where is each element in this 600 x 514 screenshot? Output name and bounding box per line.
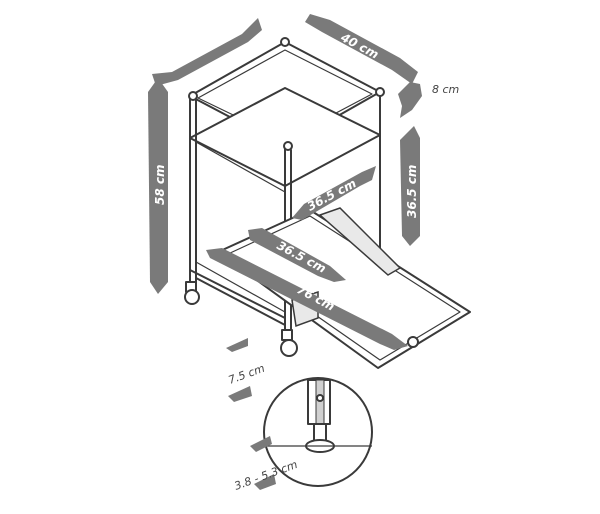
- bottom-rail-left: [189, 269, 286, 319]
- dim-height-total: 58 cm: [148, 78, 168, 294]
- post-cap: [188, 91, 198, 101]
- dim-caster-height: 7.5 cm: [226, 338, 267, 402]
- dim-tray-depth-inner-label: 36.5 cm: [305, 176, 359, 213]
- post-cap: [280, 37, 290, 47]
- side-panel: [195, 141, 286, 313]
- dim-top-gap-label: 8 cm: [432, 83, 459, 96]
- dim-top-gap: 8 cm: [398, 82, 459, 118]
- dim-shelf-height: 36.5 cm: [400, 126, 420, 246]
- dim-caster-height-label: 7.5 cm: [227, 362, 267, 387]
- bottom-rail-left-2: [195, 277, 286, 326]
- post-cap: [375, 87, 385, 97]
- tray-knob: [407, 336, 419, 348]
- leveler-detail: [263, 377, 373, 487]
- caster-left: [184, 281, 200, 305]
- dim-height-total-label: 58 cm: [153, 165, 167, 206]
- caster-front: [280, 329, 298, 357]
- dim-shelf-height-label: 36.5 cm: [405, 165, 419, 218]
- keyboard-tray-inner: [227, 215, 461, 361]
- post-cap: [283, 141, 293, 151]
- tray-bracket-right: [318, 207, 402, 276]
- dim-width-top-right-label: 40 cm: [338, 30, 381, 62]
